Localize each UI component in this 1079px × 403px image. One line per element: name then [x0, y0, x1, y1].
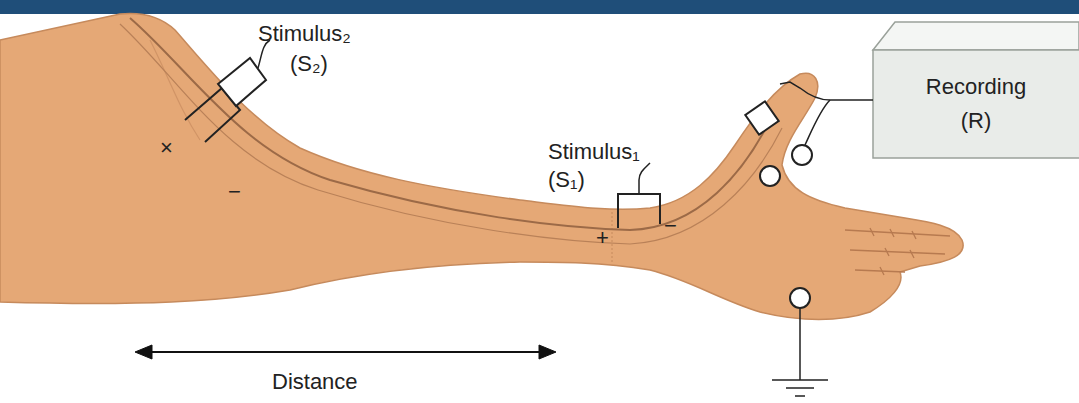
stimulus-label: (S₂): [290, 52, 328, 76]
arm-outline: [0, 14, 963, 320]
recording-unit: [873, 22, 1079, 158]
finger-lines: [845, 228, 950, 275]
stimulus-2-electrode: [185, 40, 270, 142]
ground-electrode: [772, 288, 828, 396]
nerve: [130, 18, 770, 230]
recording-box: Recording (R): [873, 50, 1079, 158]
polarity-sign: −: [228, 180, 241, 204]
distance-label: Distance: [272, 370, 358, 394]
polarity-sign: ×: [160, 136, 173, 160]
stimulus-label: Stimulus₂: [258, 22, 351, 46]
stimulus-label: (S₁): [548, 168, 585, 192]
distance-arrow: [135, 345, 556, 359]
box-text: Recording (R): [916, 70, 1036, 138]
stimulus-1-electrode: [618, 163, 660, 228]
polarity-sign: +: [596, 226, 609, 250]
stimulus-label: Stimulus₁: [548, 140, 640, 164]
polarity-sign: −: [664, 214, 677, 238]
recording-electrodes: [745, 82, 873, 186]
top-band: [0, 0, 1079, 14]
